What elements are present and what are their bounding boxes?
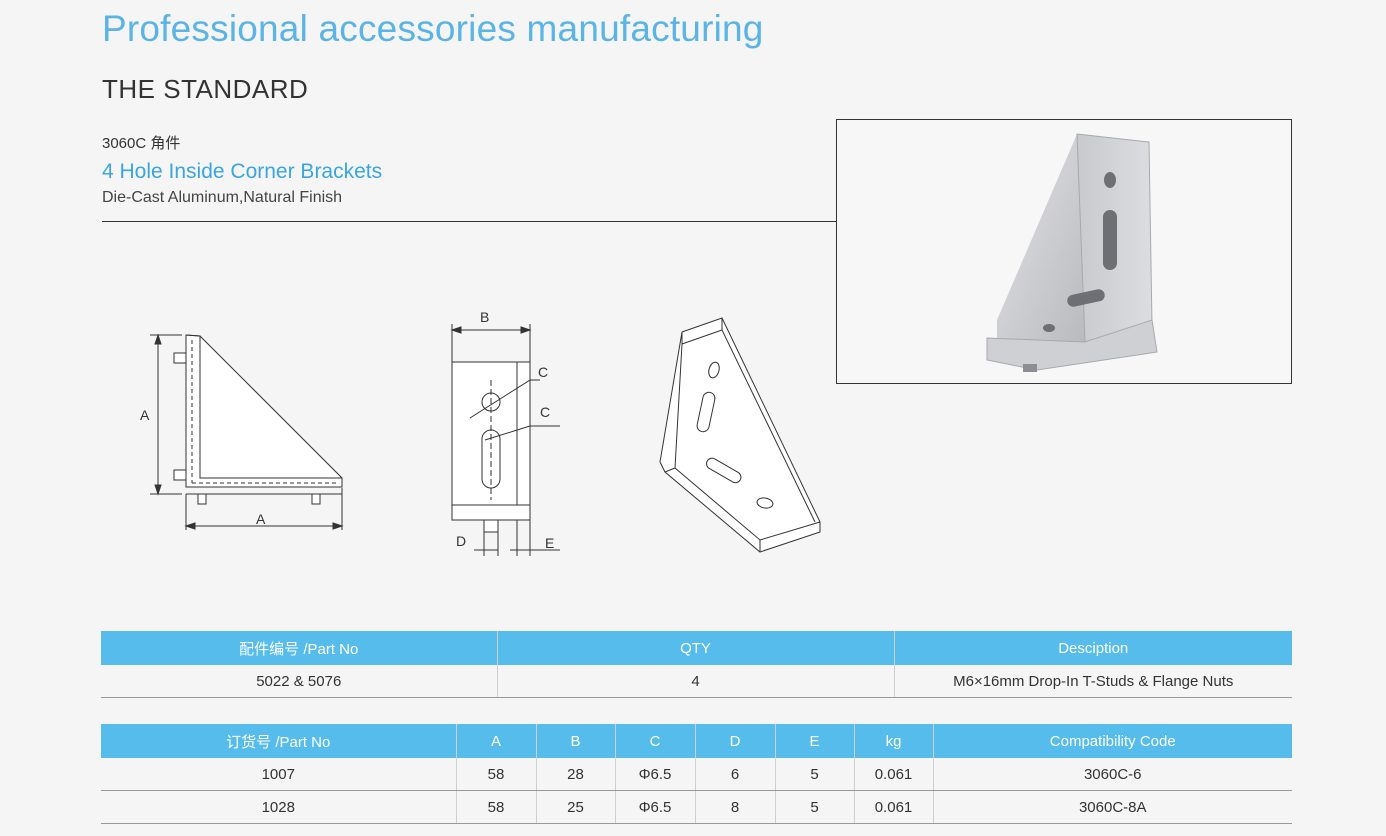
table-cell: Φ6.5: [614, 758, 695, 791]
column-header: Desciption: [893, 631, 1292, 665]
dimension-c-upper-label: C: [538, 364, 548, 380]
column-header: 订货号 /Part No: [101, 724, 456, 758]
table-cell: 28: [535, 758, 615, 791]
divider: [102, 221, 837, 222]
dimension-d-label: D: [456, 533, 466, 549]
order-table: 订货号 /Part No A B C D E kg Compatibility …: [101, 724, 1292, 824]
column-header: C: [614, 724, 695, 758]
side-view-drawing: [150, 333, 344, 530]
table-cell: 8: [694, 790, 775, 824]
dimension-a-horizontal-label: A: [256, 511, 266, 527]
column-header: 配件编号 /Part No: [101, 631, 497, 665]
bracket-photo-illustration: [986, 133, 1158, 372]
column-header: A: [455, 724, 536, 758]
column-header: E: [774, 724, 854, 758]
table-cell: 0.061: [853, 758, 933, 791]
table-cell: 0.061: [853, 790, 933, 824]
table-cell: 3060C-8A: [932, 790, 1292, 824]
column-header: Compatibility Code: [932, 724, 1292, 758]
table-header-row: 配件编号 /Part No QTY Desciption: [101, 631, 1292, 665]
table-cell: 1007: [101, 758, 456, 791]
product-photo: [836, 119, 1292, 384]
page-title: Professional accessories manufacturing: [102, 8, 764, 49]
table-cell: 5: [774, 790, 854, 824]
table-cell: 25: [535, 790, 615, 824]
column-header: QTY: [496, 631, 894, 665]
table-row: 1028 58 25 Φ6.5 8 5 0.061 3060C-8A: [101, 790, 1292, 824]
product-finish: Die-Cast Aluminum,Natural Finish: [102, 189, 343, 206]
accessories-table: 配件编号 /Part No QTY Desciption 5022 & 5076…: [101, 631, 1292, 698]
dimension-b-label: B: [480, 309, 489, 325]
table-cell: 5022 & 5076: [101, 665, 497, 698]
isometric-view-drawing: [659, 317, 821, 553]
dimension-c-lower-label: C: [540, 404, 550, 420]
table-cell: 3060C-6: [932, 758, 1292, 791]
dimension-a-vertical-label: A: [140, 407, 150, 423]
table-row: 1007 58 28 Φ6.5 6 5 0.061 3060C-6: [101, 758, 1292, 791]
table-cell: 58: [455, 790, 536, 824]
table-header-row: 订货号 /Part No A B C D E kg Compatibility …: [101, 724, 1292, 758]
column-header: kg: [853, 724, 933, 758]
table-cell: 4: [496, 665, 894, 698]
product-code: 3060C 角件: [102, 135, 181, 152]
table-cell: 1028: [101, 790, 456, 824]
table-cell: M6×16mm Drop-In T-Studs & Flange Nuts: [893, 665, 1292, 698]
table-row: 5022 & 5076 4 M6×16mm Drop-In T-Studs & …: [101, 665, 1292, 698]
front-view-drawing: [450, 324, 560, 556]
table-cell: 5: [774, 758, 854, 791]
table-cell: Φ6.5: [614, 790, 695, 824]
table-cell: 58: [455, 758, 536, 791]
product-name: 4 Hole Inside Corner Brackets: [102, 160, 383, 183]
technical-drawings: A A B C C D E: [140, 309, 821, 556]
table-cell: 6: [694, 758, 775, 791]
section-title: THE STANDARD: [102, 74, 309, 104]
dimension-e-label: E: [545, 535, 554, 551]
column-header: B: [535, 724, 615, 758]
column-header: D: [694, 724, 775, 758]
